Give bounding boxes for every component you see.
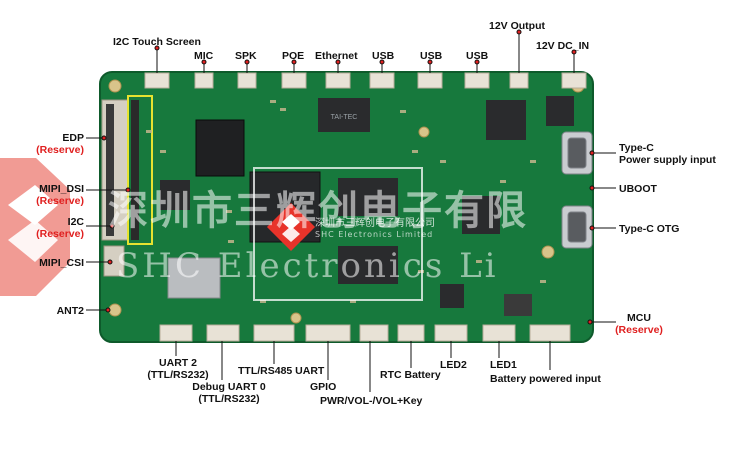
label-debug-uart-line2: (TTL/RS232) [198,393,260,405]
label-uart2-line2: (TTL/RS232) [147,369,209,381]
typec-ports [561,131,593,249]
label-i2c-text: I2C [67,216,84,228]
label-mcu-reserve: (Reserve) [615,324,663,336]
label-uboot: UBOOT [619,183,657,195]
label-typec-power-line2: Power supply input [619,154,716,166]
label-edp: EDP (Reserve) [20,132,84,156]
label-mic: MIC [194,50,214,62]
label-typec-power-line1: Type-C [619,142,654,154]
label-ant2: ANT2 [56,305,84,317]
label-poe: POE [282,50,305,62]
label-i2c-touch: I2C Touch Screen [113,36,201,48]
watermark-frame [253,167,423,301]
label-12v-dc-in: 12V DC_IN [536,40,590,52]
label-typec-power: Type-C Power supply input [619,142,716,166]
label-usb-2: USB [420,50,443,62]
label-mcu: MCU (Reserve) [612,312,666,336]
label-i2c-reserve: (Reserve) [36,228,84,240]
watermark-small-cn: 深圳市三辉创电子有限公司 [315,218,435,229]
watermark-en: SHC Electronics Li [116,246,499,286]
label-12v-output: 12V Output [489,20,546,32]
leader-lines [86,29,616,392]
watermark-cn: 深圳市三辉创电子有限 [108,187,528,234]
left-ribbon-connectors [101,95,153,277]
watermark-small-en: SHC Electronics Limited [315,230,434,239]
label-edp-reserve: (Reserve) [36,144,84,156]
label-i2c: I2C (Reserve) [20,216,84,240]
label-usb-1: USB [372,50,395,62]
bottom-connectors [159,324,571,342]
label-edp-text: EDP [62,132,84,144]
label-debug-uart: Debug UART 0 (TTL/RS232) [186,381,272,405]
label-mipi-dsi-text: MIPI_DSI [39,183,84,195]
label-usb-3: USB [466,50,489,62]
center-logo [266,202,316,252]
label-mipi-csi: MIPI_CSI [39,257,84,269]
label-mipi-dsi-reserve: (Reserve) [36,195,84,207]
label-uart2: UART 2 (TTL/RS232) [138,357,218,381]
label-debug-uart-line1: Debug UART 0 [192,381,266,393]
logo-watermark-left [0,158,70,296]
label-mcu-text: MCU [627,312,651,324]
label-pwr-key: PWR/VOL-/VOL+Key [320,395,423,407]
label-mipi-dsi: MIPI_DSI (Reserve) [20,183,84,207]
label-spk: SPK [235,50,257,62]
top-connectors [144,72,587,89]
label-rtc-battery: RTC Battery [380,369,441,381]
label-led2: LED2 [440,359,467,371]
label-ethernet: Ethernet [315,50,358,62]
label-typec-otg: Type-C OTG [619,223,680,235]
label-ttl-rs485: TTL/RS485 UART [238,365,325,377]
svg-text:TAI-TEC: TAI-TEC [331,114,358,121]
label-led1: LED1 [490,359,517,371]
smd-components [146,100,546,303]
label-battery-input: Battery powered input [490,373,601,385]
label-uart2-line1: UART 2 [159,357,197,369]
label-gpio: GPIO [310,381,337,393]
